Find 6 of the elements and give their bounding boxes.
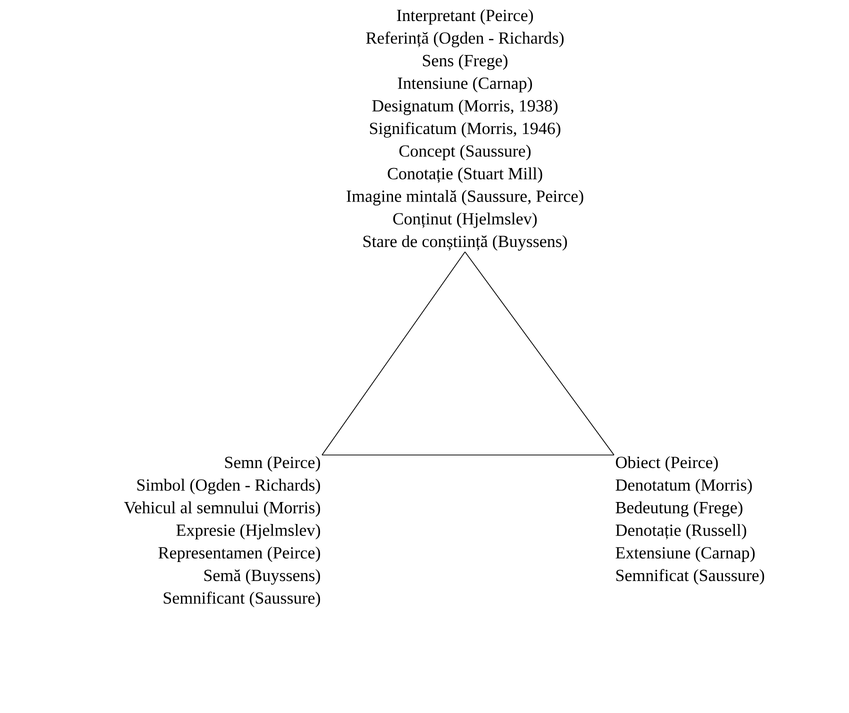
term-list: Obiect (Peirce) Denotatum (Morris) Bedeutung (Frege) Denotație (Russell) Extensiune (Carnap) Semnificat (Saussure) [616, 456, 764, 585]
triangle-side [464, 251, 614, 456]
term-list: Interpretant (Peirce) Referință (Ogden - Richards) Sens (Frege) Intensiune (Carnap) Designatum (Morris, 1938) Significatum (Morris, 1946) Concept (Saussure) Conotație (Stuart Mill) Imagine mintală (Saussure, Peirce) Conținut (Hjelmslev) Stare de conștiință (Buyssens) [346, 9, 584, 251]
term-list: Semn (Peirce) Simbol (Ogden - Richards) Vehicul al semnului (Morris) Expresie (Hjelmslev) Representamen (Peirce) Semă (Buyssens) Semnificant (Saussure) [124, 456, 320, 608]
triangle-side [322, 454, 614, 456]
triangle-side [322, 251, 466, 456]
